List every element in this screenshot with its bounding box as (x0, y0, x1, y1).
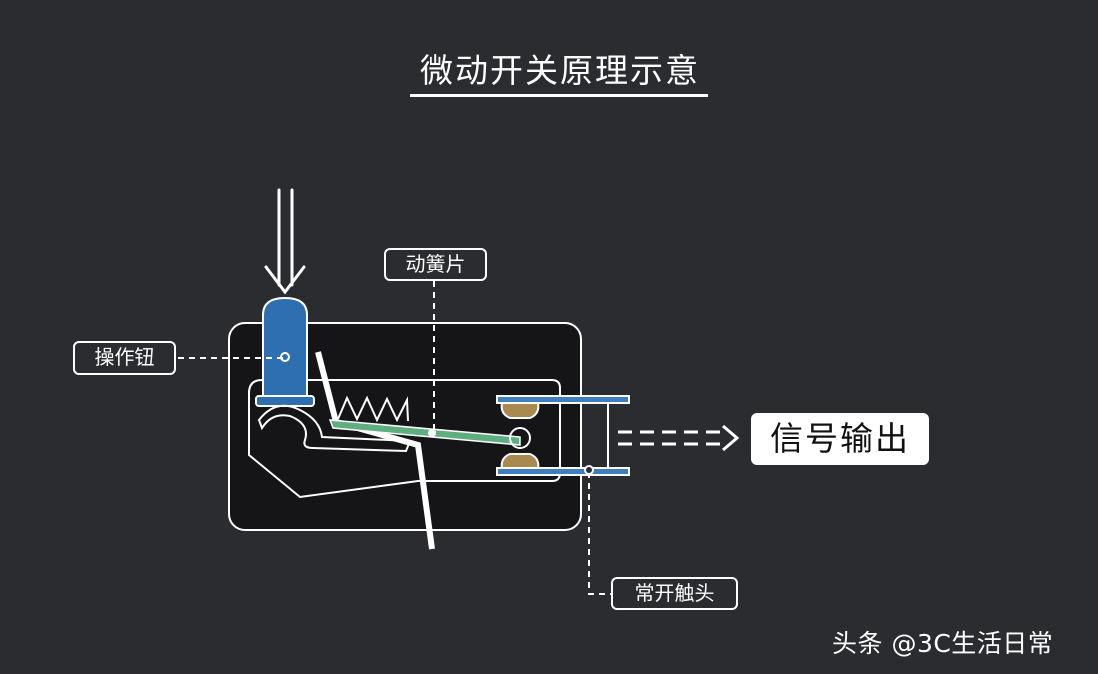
label-operating-button: 操作钮 (73, 341, 176, 375)
signal-arrow-head (722, 424, 740, 452)
terminals (496, 395, 630, 476)
spring-hook (257, 404, 412, 453)
press-arrow (264, 188, 306, 295)
inner-cavity (248, 379, 561, 499)
signal-arrow (618, 430, 728, 446)
diagram-title: 微动开关原理示意 (420, 51, 700, 90)
signal-output-box: 信号输出 (751, 413, 929, 465)
title-underline (410, 94, 708, 97)
spring-teeth (337, 395, 409, 423)
operating-button (255, 296, 315, 407)
label-normally-open-contact: 常开触头 (611, 577, 738, 610)
leader-lines (178, 281, 611, 595)
lever-blade (315, 351, 435, 550)
contacts (500, 402, 540, 470)
label-moving-reed: 动簧片 (384, 248, 487, 281)
watermark: 头条 @3C生活日常 (832, 629, 1054, 658)
moving-reed (328, 419, 531, 449)
